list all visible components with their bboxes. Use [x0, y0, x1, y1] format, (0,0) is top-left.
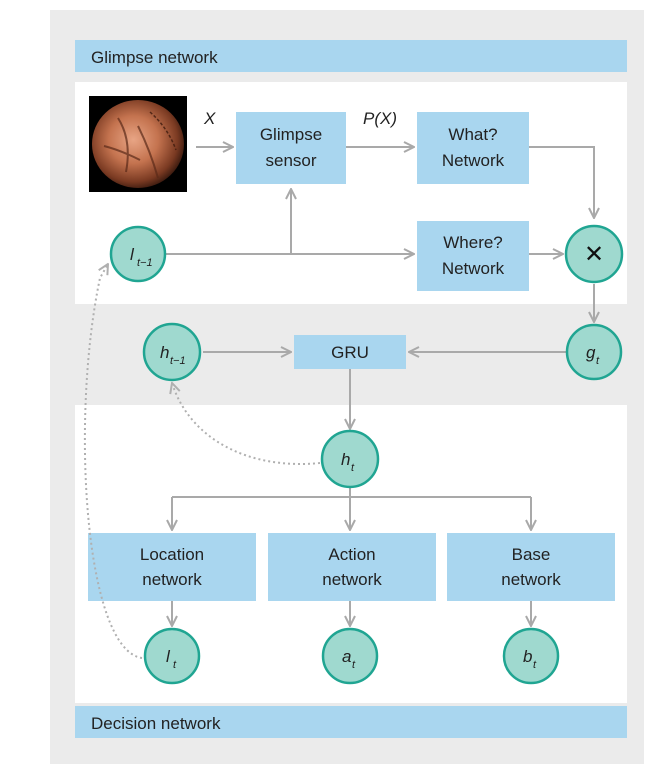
node-a-t-base: a — [342, 647, 351, 666]
node-g-t-base: g — [586, 343, 596, 362]
node-h-t-sub: t — [351, 462, 355, 474]
glimpse-network-header — [75, 40, 627, 72]
node-g-t-sub: t — [596, 355, 600, 367]
multiply-icon: ✕ — [584, 241, 604, 268]
decision-network-header — [75, 706, 627, 738]
node-l-prev: l t−1 — [109, 225, 167, 283]
node-multiply: ✕ — [564, 224, 624, 284]
action-network-box: Action network — [268, 533, 436, 601]
x-edge-label: X — [203, 109, 216, 128]
node-l-t-base: l — [166, 647, 171, 666]
node-a-t-sub: t — [352, 659, 356, 671]
node-h-prev-base: h — [160, 343, 169, 362]
node-h-prev-sub: t−1 — [170, 355, 186, 367]
node-l-prev-sub: t−1 — [137, 257, 153, 269]
action-network-label-line2: network — [322, 570, 382, 589]
node-l-t: l t — [143, 627, 201, 685]
arrow-what-to-multiply — [529, 146, 594, 218]
base-network-label-line2: network — [501, 570, 561, 589]
node-b-t: b t — [502, 627, 560, 685]
what-network-label-line1: What? — [448, 125, 497, 144]
node-b-t-base: b — [523, 647, 532, 666]
action-network-label-line1: Action — [328, 545, 375, 564]
decision-network-title: Decision network — [91, 714, 221, 733]
base-network-box: Base network — [447, 533, 615, 601]
glimpse-network-title: Glimpse network — [91, 48, 218, 67]
node-h-prev: h t−1 — [142, 322, 202, 382]
arrows — [83, 146, 594, 659]
where-network-label-line2: Network — [442, 259, 505, 278]
gru-box: GRU — [294, 335, 406, 369]
where-network-box: Where? Network — [417, 221, 529, 291]
dotted-ht-to-hprev — [172, 383, 321, 465]
node-g-t: g t — [565, 323, 623, 381]
glimpse-sensor-box: Glimpse sensor — [236, 112, 346, 184]
gru-label: GRU — [331, 343, 369, 362]
px-edge-label: P(X) — [363, 109, 397, 128]
base-network-label-line1: Base — [512, 545, 551, 564]
where-network-label-line1: Where? — [443, 233, 503, 252]
node-l-t-sub: t — [173, 659, 177, 671]
location-network-box: Location network — [88, 533, 256, 601]
node-h-t: h t — [320, 429, 380, 489]
node-l-prev-base: l — [130, 245, 135, 264]
node-h-t-base: h — [341, 450, 350, 469]
node-a-t: a t — [321, 627, 379, 685]
glimpse-sensor-label-line1: Glimpse — [260, 125, 322, 144]
endoscopy-image — [89, 96, 187, 192]
location-network-label-line1: Location — [140, 545, 204, 564]
glimpse-sensor-label-line2: sensor — [265, 151, 316, 170]
node-b-t-sub: t — [533, 659, 537, 671]
location-network-label-line2: network — [142, 570, 202, 589]
what-network-label-line2: Network — [442, 151, 505, 170]
what-network-box: What? Network — [417, 112, 529, 184]
